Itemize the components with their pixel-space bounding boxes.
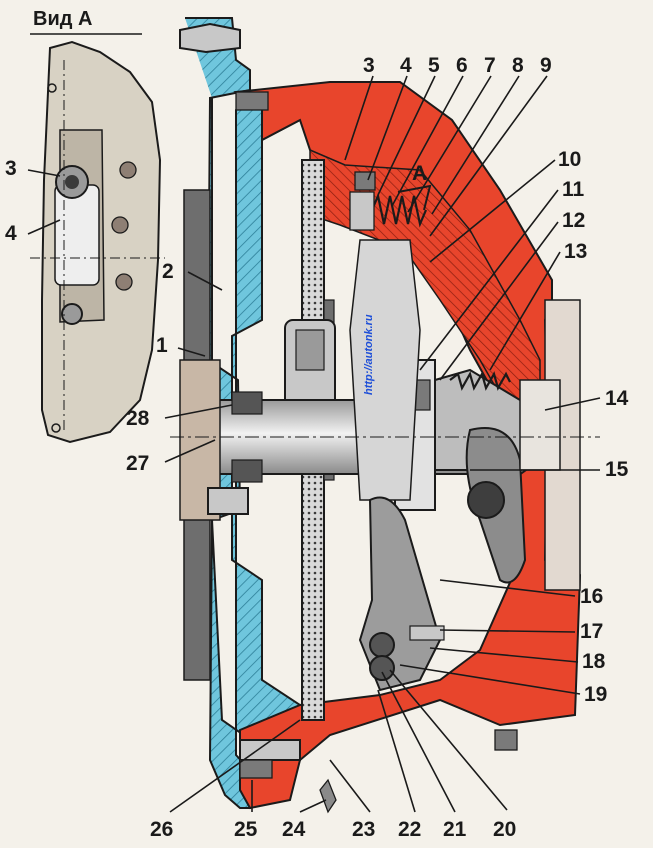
- callout-7: 7: [484, 54, 496, 77]
- callout-17: 17: [580, 620, 603, 643]
- callout-16: 16: [580, 585, 603, 608]
- drain-plug: [319, 778, 337, 814]
- callout-20: 20: [493, 818, 516, 841]
- callout-26: 26: [150, 818, 173, 841]
- flywheel-bolt: [207, 487, 249, 515]
- callout-11: 11: [562, 178, 585, 201]
- callout-5: 5: [428, 54, 440, 77]
- callout-10: 10: [558, 148, 581, 171]
- callout-6: 6: [456, 54, 468, 77]
- view-a-title: Вид А: [33, 8, 92, 30]
- callout-23: 23: [352, 818, 375, 841]
- callout-9: 9: [540, 54, 552, 77]
- view-a-inset: Вид А 3 4: [5, 8, 165, 444]
- callout-24: 24: [282, 818, 306, 841]
- inset-lever: [54, 184, 100, 286]
- callout-14: 14: [605, 387, 629, 410]
- callout-27: 27: [126, 452, 149, 475]
- housing-bolt: [179, 22, 241, 54]
- section-marker: А: [412, 162, 427, 185]
- callout-4: 4: [400, 54, 412, 77]
- pilot-bearing-top: [231, 391, 263, 415]
- pressure-spring-seat: [349, 239, 421, 501]
- callout-25: 25: [234, 818, 258, 841]
- main-section: А http://autonk.ru: [170, 17, 600, 814]
- pressure-springs: [349, 171, 511, 391]
- callout-2: 2: [162, 260, 174, 283]
- callout-12: 12: [562, 209, 585, 232]
- watermark: http://autonk.ru: [363, 314, 375, 395]
- callout-28: 28: [126, 407, 150, 430]
- leader-lines: [164, 75, 601, 813]
- inset-callout-4: 4: [5, 222, 17, 245]
- callout-22: 22: [398, 818, 421, 841]
- callout-13: 13: [564, 240, 587, 263]
- callout-19: 19: [584, 683, 607, 706]
- lever-pivot-lower: [369, 655, 395, 681]
- callout-21: 21: [443, 818, 467, 841]
- callout-8: 8: [512, 54, 524, 77]
- inset-callout-3: 3: [5, 157, 17, 180]
- callout-labels: 1 2 3 4 5 6 7 8 9 10 11 12 13 14 15 16 1…: [126, 54, 629, 841]
- return-spring: [449, 371, 511, 391]
- callout-15: 15: [605, 458, 629, 481]
- adjust-nut: [409, 625, 445, 641]
- callout-18: 18: [582, 650, 606, 673]
- callout-1: 1: [156, 334, 168, 357]
- pilot-bearing-bottom: [231, 459, 263, 483]
- lever-pivot-upper: [369, 632, 395, 658]
- callout-3: 3: [363, 54, 375, 77]
